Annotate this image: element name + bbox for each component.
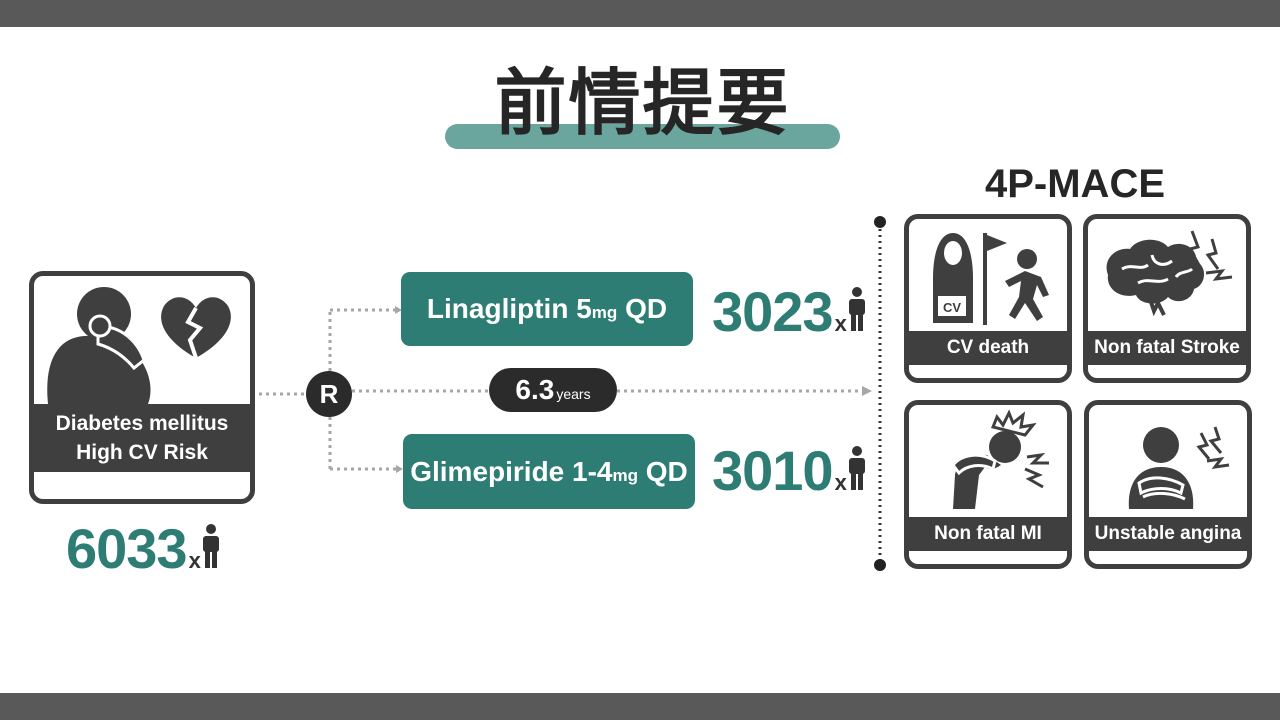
arm-glimepiride: Glimepiride 1-4mg QD	[403, 434, 695, 509]
mace-label: CV death	[909, 331, 1067, 365]
clutching-chest-icon	[1128, 426, 1230, 509]
arm-drug-name: Glimepiride 1-4	[410, 456, 613, 487]
mace-title: 4P-MACE	[984, 162, 1166, 206]
grim-reaper-icon: CV	[933, 233, 1049, 325]
person-icon	[848, 446, 865, 490]
patient-risk: High CV Risk	[76, 441, 208, 464]
arm-dose-unit: mg	[591, 303, 618, 322]
arm-frequency: QD	[638, 456, 688, 487]
arm-linagliptin: Linagliptin 5mg QD	[401, 272, 693, 346]
times-sign: x	[834, 470, 847, 495]
arm-dose-unit: mg	[612, 466, 639, 485]
patient-icon	[47, 287, 231, 404]
mace-card-stroke: Non fatal Stroke	[1083, 214, 1251, 383]
patient-label: Diabetes mellitus High CV Risk	[34, 404, 250, 472]
mace-label: Unstable angina	[1089, 517, 1247, 551]
mace-card-cv-death: CV CV death	[904, 214, 1072, 383]
mace-label: Non fatal MI	[909, 517, 1067, 551]
brain-icon	[1106, 230, 1233, 317]
mace-card-mi: Non fatal MI	[904, 400, 1072, 569]
mace-card-angina: Unstable angina	[1084, 400, 1252, 569]
chest-pain-icon	[951, 409, 1049, 509]
top-bar	[0, 0, 1280, 27]
arm1-count: 3023x	[712, 279, 866, 344]
bottom-bar	[0, 693, 1280, 720]
times-sign: x	[834, 311, 847, 336]
cv-tag: CV	[943, 300, 961, 315]
arm-frequency: QD	[617, 293, 668, 324]
times-sign: x	[188, 548, 201, 573]
randomization-node: R	[306, 371, 352, 417]
mace-label: Non fatal Stroke	[1088, 331, 1246, 365]
title-underline	[445, 124, 840, 149]
page-title: 前情提要	[494, 61, 791, 145]
person-icon	[848, 287, 865, 331]
broken-heart-icon	[161, 297, 231, 359]
arm1-count-value: 3023	[712, 280, 834, 343]
arm2-count-value: 3010	[712, 439, 834, 502]
duration-unit: years	[556, 386, 591, 402]
patient-card: Diabetes mellitus High CV Risk	[29, 271, 255, 504]
person-icon	[202, 524, 219, 568]
total-count-value: 6033	[66, 517, 188, 580]
total-count: 6033x	[66, 516, 220, 581]
arm-drug-name: Linagliptin 5	[426, 293, 592, 324]
arm2-count: 3010x	[712, 438, 866, 503]
patient-condition: Diabetes mellitus	[55, 412, 229, 435]
duration-value: 6.3	[515, 374, 555, 405]
